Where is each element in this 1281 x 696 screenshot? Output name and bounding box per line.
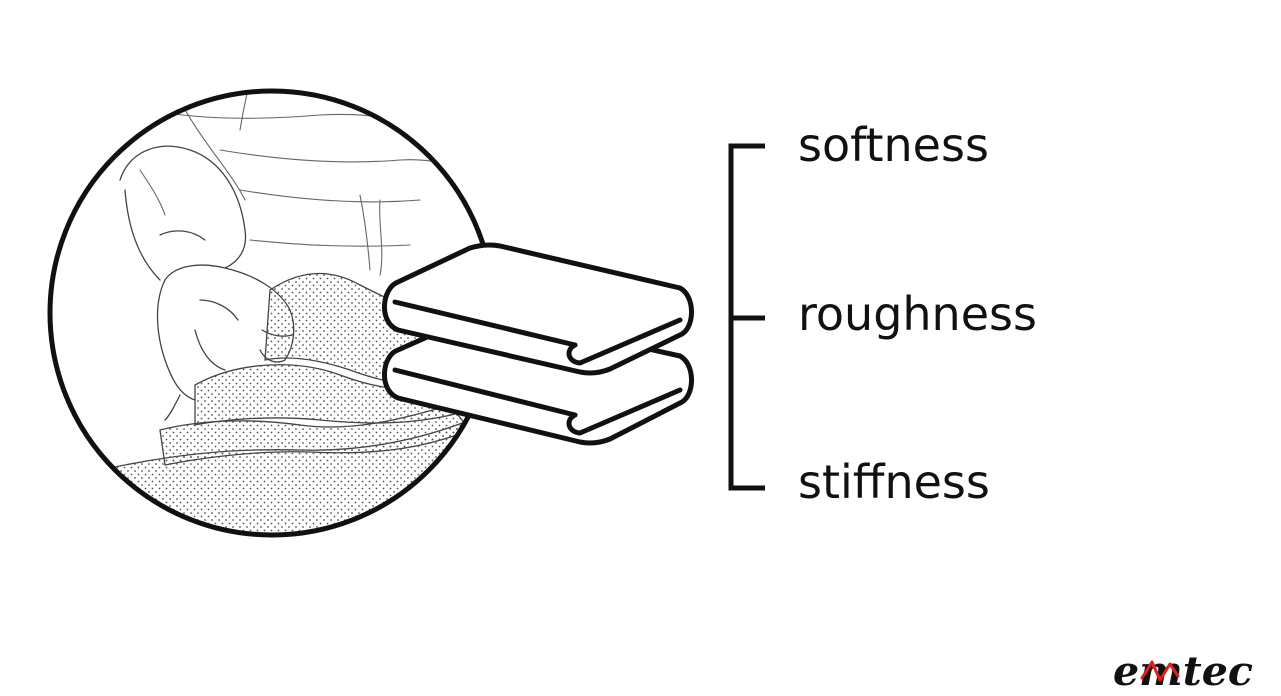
folded-towels-icon bbox=[382, 242, 694, 446]
logo-wordmark: emtec bbox=[1113, 648, 1253, 695]
logo-accent-wave bbox=[1140, 660, 1180, 682]
towel-top bbox=[382, 242, 694, 376]
label-roughness: roughness bbox=[798, 287, 1037, 341]
emtec-logo: emtec bbox=[1113, 648, 1253, 695]
label-softness: softness bbox=[798, 118, 989, 172]
label-stiffness: stiffness bbox=[798, 455, 990, 509]
property-bracket bbox=[728, 143, 765, 491]
